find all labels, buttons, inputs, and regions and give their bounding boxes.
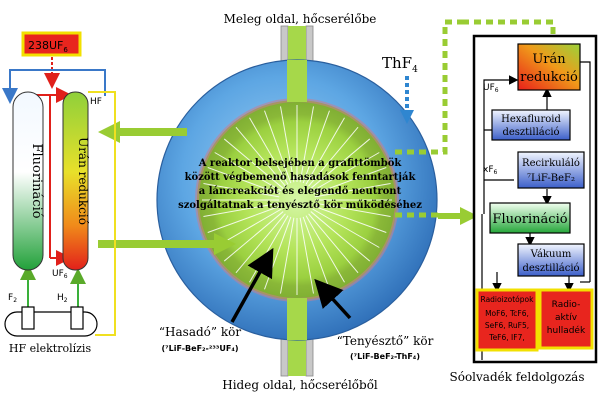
salt-processing-panel: Sóolvadék feldolgozás Urán redukció UF6 … (450, 34, 598, 384)
core-ray (312, 152, 380, 192)
core-ray (249, 117, 289, 185)
f2-label: F2 (8, 293, 17, 304)
left-uranium-reduction-label: Urán redukció (76, 137, 90, 225)
box-recirc-line2: ⁷LiF-BeF₂ (527, 173, 575, 184)
core-ray (302, 216, 330, 290)
iso-row2: SeF6, RuF5, (485, 321, 529, 330)
core-ray (312, 208, 380, 248)
core-ray (310, 138, 371, 189)
core-ray (280, 217, 295, 294)
hot-side-label: Meleg oldal, hőcserélőbe (224, 12, 377, 26)
arrow-from-core-to-fluorination (98, 121, 187, 143)
svg-text:A reaktor belsejében a grafitt: A reaktor belsejében a grafittömbök (198, 158, 403, 169)
fissile-loop-title: “Hasadó” kör (159, 325, 241, 339)
waste-line3: hulladék (547, 325, 586, 336)
core-ray (280, 106, 295, 183)
iso-row1: MoF6, TcF6, (485, 309, 529, 318)
core-ray (214, 152, 282, 192)
box-fluor-label: Fluorináció (492, 212, 567, 227)
core-ray (314, 183, 391, 198)
core-ray (223, 138, 284, 189)
fertile-loop-formula: (⁷LiF-BeF₂-ThF₄) (350, 352, 420, 361)
cold-side-label: Hideg oldal, hőcserélőből (222, 378, 378, 392)
core-ray (203, 202, 280, 217)
left-uranium-reduction-unit: Urán redukció (62, 91, 90, 271)
svg-text:között végbemenő hasadások fen: között végbemenő hasadások fenntartják (185, 172, 417, 183)
svg-text:szolgáltatnak a tenyésztő kör: szolgáltatnak a tenyésztő kör működéséhe… (178, 200, 422, 211)
uf6-left-label: UF6 (52, 269, 68, 280)
core-ray (310, 211, 371, 262)
fuel-flow-arrows (98, 121, 478, 255)
core-ray (235, 126, 286, 187)
svg-text:238UF6: 238UF6 (28, 39, 68, 54)
fissile-loop-formula: (⁷LiF-BeF₂-²³³UF₄) (162, 344, 239, 353)
waste-line1: Radio- (552, 300, 581, 310)
fertile-loop-title: “Tenyésztő” kör (337, 334, 434, 348)
left-fluorination-unit: Fluorináció (12, 91, 44, 271)
core-ray (223, 211, 284, 262)
svg-text:a láncreakciót és elegendő neu: a láncreakciót és elegendő neutront (199, 186, 402, 197)
salt-processing-label: Sóolvadék feldolgozás (450, 370, 585, 384)
core-ray (299, 106, 314, 183)
hf-electrolysis-label: HF elektrolízis (9, 342, 92, 355)
core-ray (235, 213, 286, 274)
hf-electrolysis-cell: HF elektrolízis (4, 306, 98, 355)
arrow-from-reduction-to-core (98, 233, 236, 255)
reactor-vessel (156, 59, 438, 341)
box-vac-line1: Vákuum (530, 249, 572, 260)
box-uran-line2: redukció (520, 70, 578, 85)
box-recirc-line1: Recirkuláló (522, 158, 580, 169)
svg-text:ThF4: ThF4 (382, 54, 418, 75)
h2-label: H2 (57, 293, 68, 304)
box-hexa-line2: desztilláció (502, 127, 559, 138)
iso-title: Radioizotópok (481, 295, 535, 304)
core-ray (305, 215, 345, 283)
arrow-core-to-fluorination-right (438, 207, 478, 225)
core-ray (314, 202, 391, 217)
waste-line2: aktív (555, 313, 578, 323)
core-ray (302, 110, 330, 184)
loop-callouts: “Hasadó” kör (⁷LiF-BeF₂-²³³UF₄) “Tenyész… (159, 247, 434, 361)
core-description: A reaktor belsejében a grafittömbök közö… (178, 158, 422, 211)
core-ray (313, 167, 387, 195)
core-ray (299, 217, 314, 294)
dotted-flow-lines (395, 19, 556, 218)
core-ray (308, 126, 359, 187)
left-fluorination-label: Fluorináció (29, 143, 44, 218)
iso-row3: TeF6, IF7, (488, 333, 524, 342)
hf-label: HF (90, 97, 102, 107)
uf6-right-label: UF6 (483, 83, 499, 94)
box-hexa-line1: Hexafluroid (501, 114, 561, 125)
u238-source: 238UF6 (21, 31, 82, 89)
core-ray (207, 205, 281, 233)
core-ray (264, 110, 292, 184)
box-vac-line2: desztilláció (522, 263, 579, 274)
thf4-input: ThF4 (382, 54, 418, 124)
core-ray (207, 167, 281, 195)
core-ray (203, 183, 280, 198)
core-ray (308, 213, 359, 274)
core-ray (313, 205, 387, 233)
core-ray (305, 117, 345, 185)
xf6-label: xF6 (483, 165, 498, 176)
box-uran-line1: Urán (532, 52, 566, 67)
